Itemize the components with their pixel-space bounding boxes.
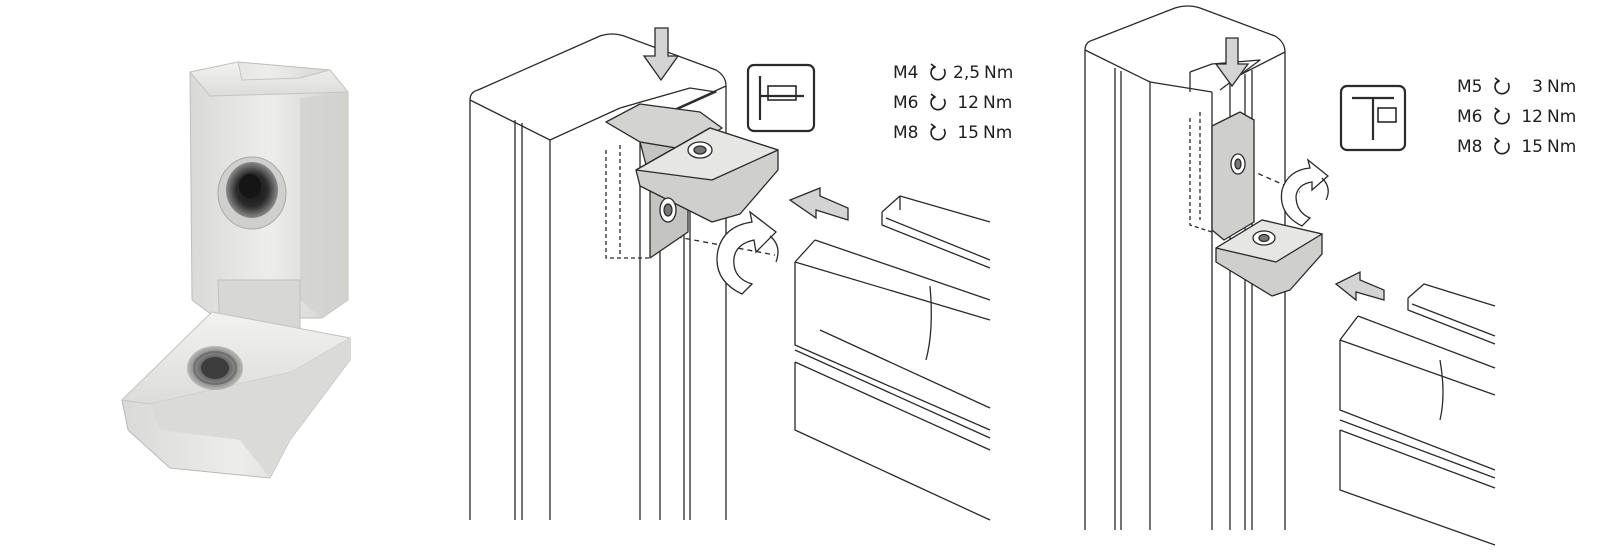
bolt-size: M6 [893,93,919,113]
torque-value: 3 [1532,77,1543,97]
left-assembly-drawing [469,33,991,521]
insert-arrow-down [1214,37,1250,88]
insert-arrow-left [1334,270,1385,302]
connector-photo [120,61,352,479]
torque-unit: Nm [1547,107,1577,127]
torque-unit: Nm [983,123,1013,143]
clockwise-rotate-icon [1494,107,1510,125]
clockwise-rotate-icon [1494,137,1510,155]
torque-value: 12 [1521,107,1543,127]
clockwise-rotate-icon [716,210,779,295]
clockwise-rotate-icon [930,93,946,111]
torque-value: 2,5 [953,63,981,83]
torque-unit: Nm [1547,77,1577,97]
bolt-size: M8 [893,123,919,143]
bolt-size: M6 [1457,107,1483,127]
clockwise-rotate-icon [1494,77,1510,95]
profile-connection-icon [746,63,816,133]
torque-value: 15 [1521,137,1543,157]
torque-value: 12 [957,93,979,113]
insert-arrow-left [788,187,849,221]
bolt-size: M8 [1457,137,1483,157]
torque-unit: Nm [1547,137,1577,157]
torque-unit: Nm [983,93,1013,113]
profile-connection-icon [1339,84,1407,152]
clockwise-rotate-icon [930,63,946,81]
bolt-size: M4 [893,63,919,83]
torque-value: 15 [957,123,979,143]
insert-arrow-down [642,27,680,82]
bolt-size: M5 [1457,77,1483,97]
right-assembly-drawing [1084,5,1496,546]
torque-unit: Nm [984,63,1014,83]
clockwise-rotate-icon [1280,158,1330,227]
clockwise-rotate-icon [930,123,946,141]
